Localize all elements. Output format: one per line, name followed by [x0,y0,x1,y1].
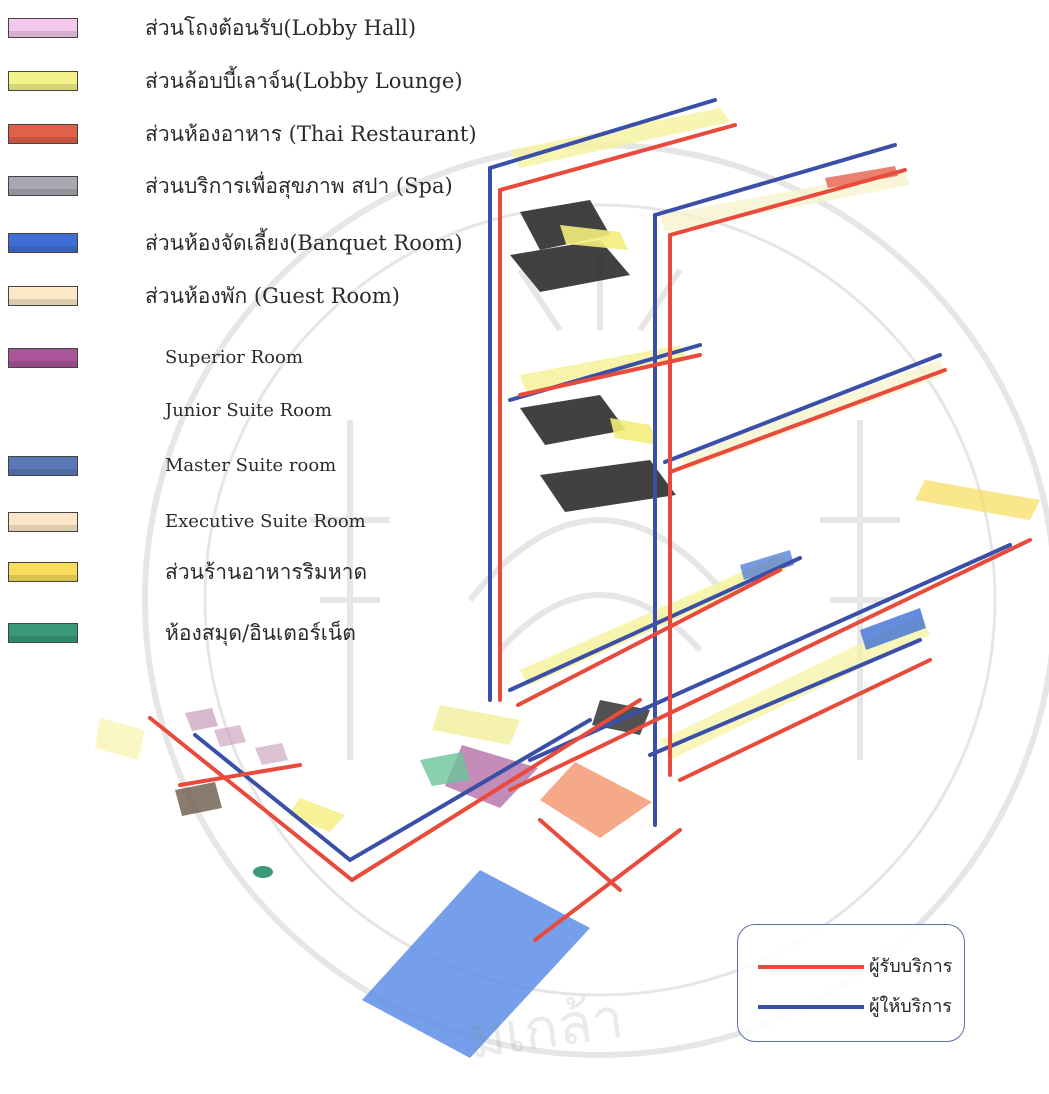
legend-swatch [8,512,78,532]
customer-route-swatch [758,965,864,969]
legend-label: ส่วนร้านอาหารริมหาด [165,560,368,584]
library-area [420,752,470,786]
ground-floor-plan [95,480,1040,1058]
legend-label: Master Suite room [165,455,337,476]
legend-swatch [8,562,78,582]
legend-label: Junior Suite Room [165,400,332,421]
floor-2-yellow-b [610,418,658,445]
customer-route-lines [148,123,1032,942]
legend-swatch [8,18,78,38]
legend-swatch [8,124,78,144]
floor-top-yellow [560,225,628,250]
staff-route-swatch [758,1005,864,1009]
beach-restaurant [915,480,1040,520]
pool-area [362,870,590,1058]
legend-label: ส่วนล้อบบี้เลาจ์น(Lobby Lounge) [145,69,463,93]
legend-swatch [8,286,78,306]
staff-route-lines [193,98,1012,863]
legend-label: ห้องสมุด/อินเตอร์เน็ต [165,621,356,645]
floor-1-blue [740,550,794,580]
legend-label: ส่วนโถงต้อนรับ(Lobby Hall) [145,16,417,40]
route-legend: ผู้รับบริการ ผู้ให้บริการ [737,924,965,1042]
floor-top-strip [510,108,730,168]
lounge-area [288,798,345,832]
floor-top-dark-b [510,240,630,292]
room-b [214,725,246,747]
customer-route-label: ผู้รับบริการ [869,956,953,977]
legend-label: ส่วนห้องพัก (Guest Room) [145,284,400,308]
legend-swatch [8,623,78,643]
legend-label: ส่วนห้องจัดเลี้ยง(Banquet Room) [145,231,463,255]
floor-2-dark-b [540,460,676,512]
floor-2-yellow [520,345,688,392]
legend-label: ส่วนบริการเพื่อสุขภาพ สปา (Spa) [145,174,453,198]
legend-label: Superior Room [165,347,303,368]
floor-1-right-blue [860,608,926,650]
room-a [185,708,218,731]
floor-2-dark-a [520,395,626,445]
garden-dot [253,866,273,878]
lobby-yellow-strip [432,705,520,745]
restaurant-area [540,762,652,838]
legend-swatch [8,233,78,253]
legend-label: Executive Suite Room [165,511,366,532]
terrace [95,718,145,760]
legend-swatch [8,176,78,196]
staff-route-label: ผู้ให้บริการ [869,996,952,1017]
legend-label: ส่วนห้องอาหาร (Thai Restaurant) [145,122,477,146]
room-c [255,743,288,765]
legend-swatch [8,456,78,476]
legend-swatch [8,348,78,368]
spa-area-ground [175,782,222,816]
floor-mid-red [825,166,898,188]
legend-swatch [8,71,78,91]
